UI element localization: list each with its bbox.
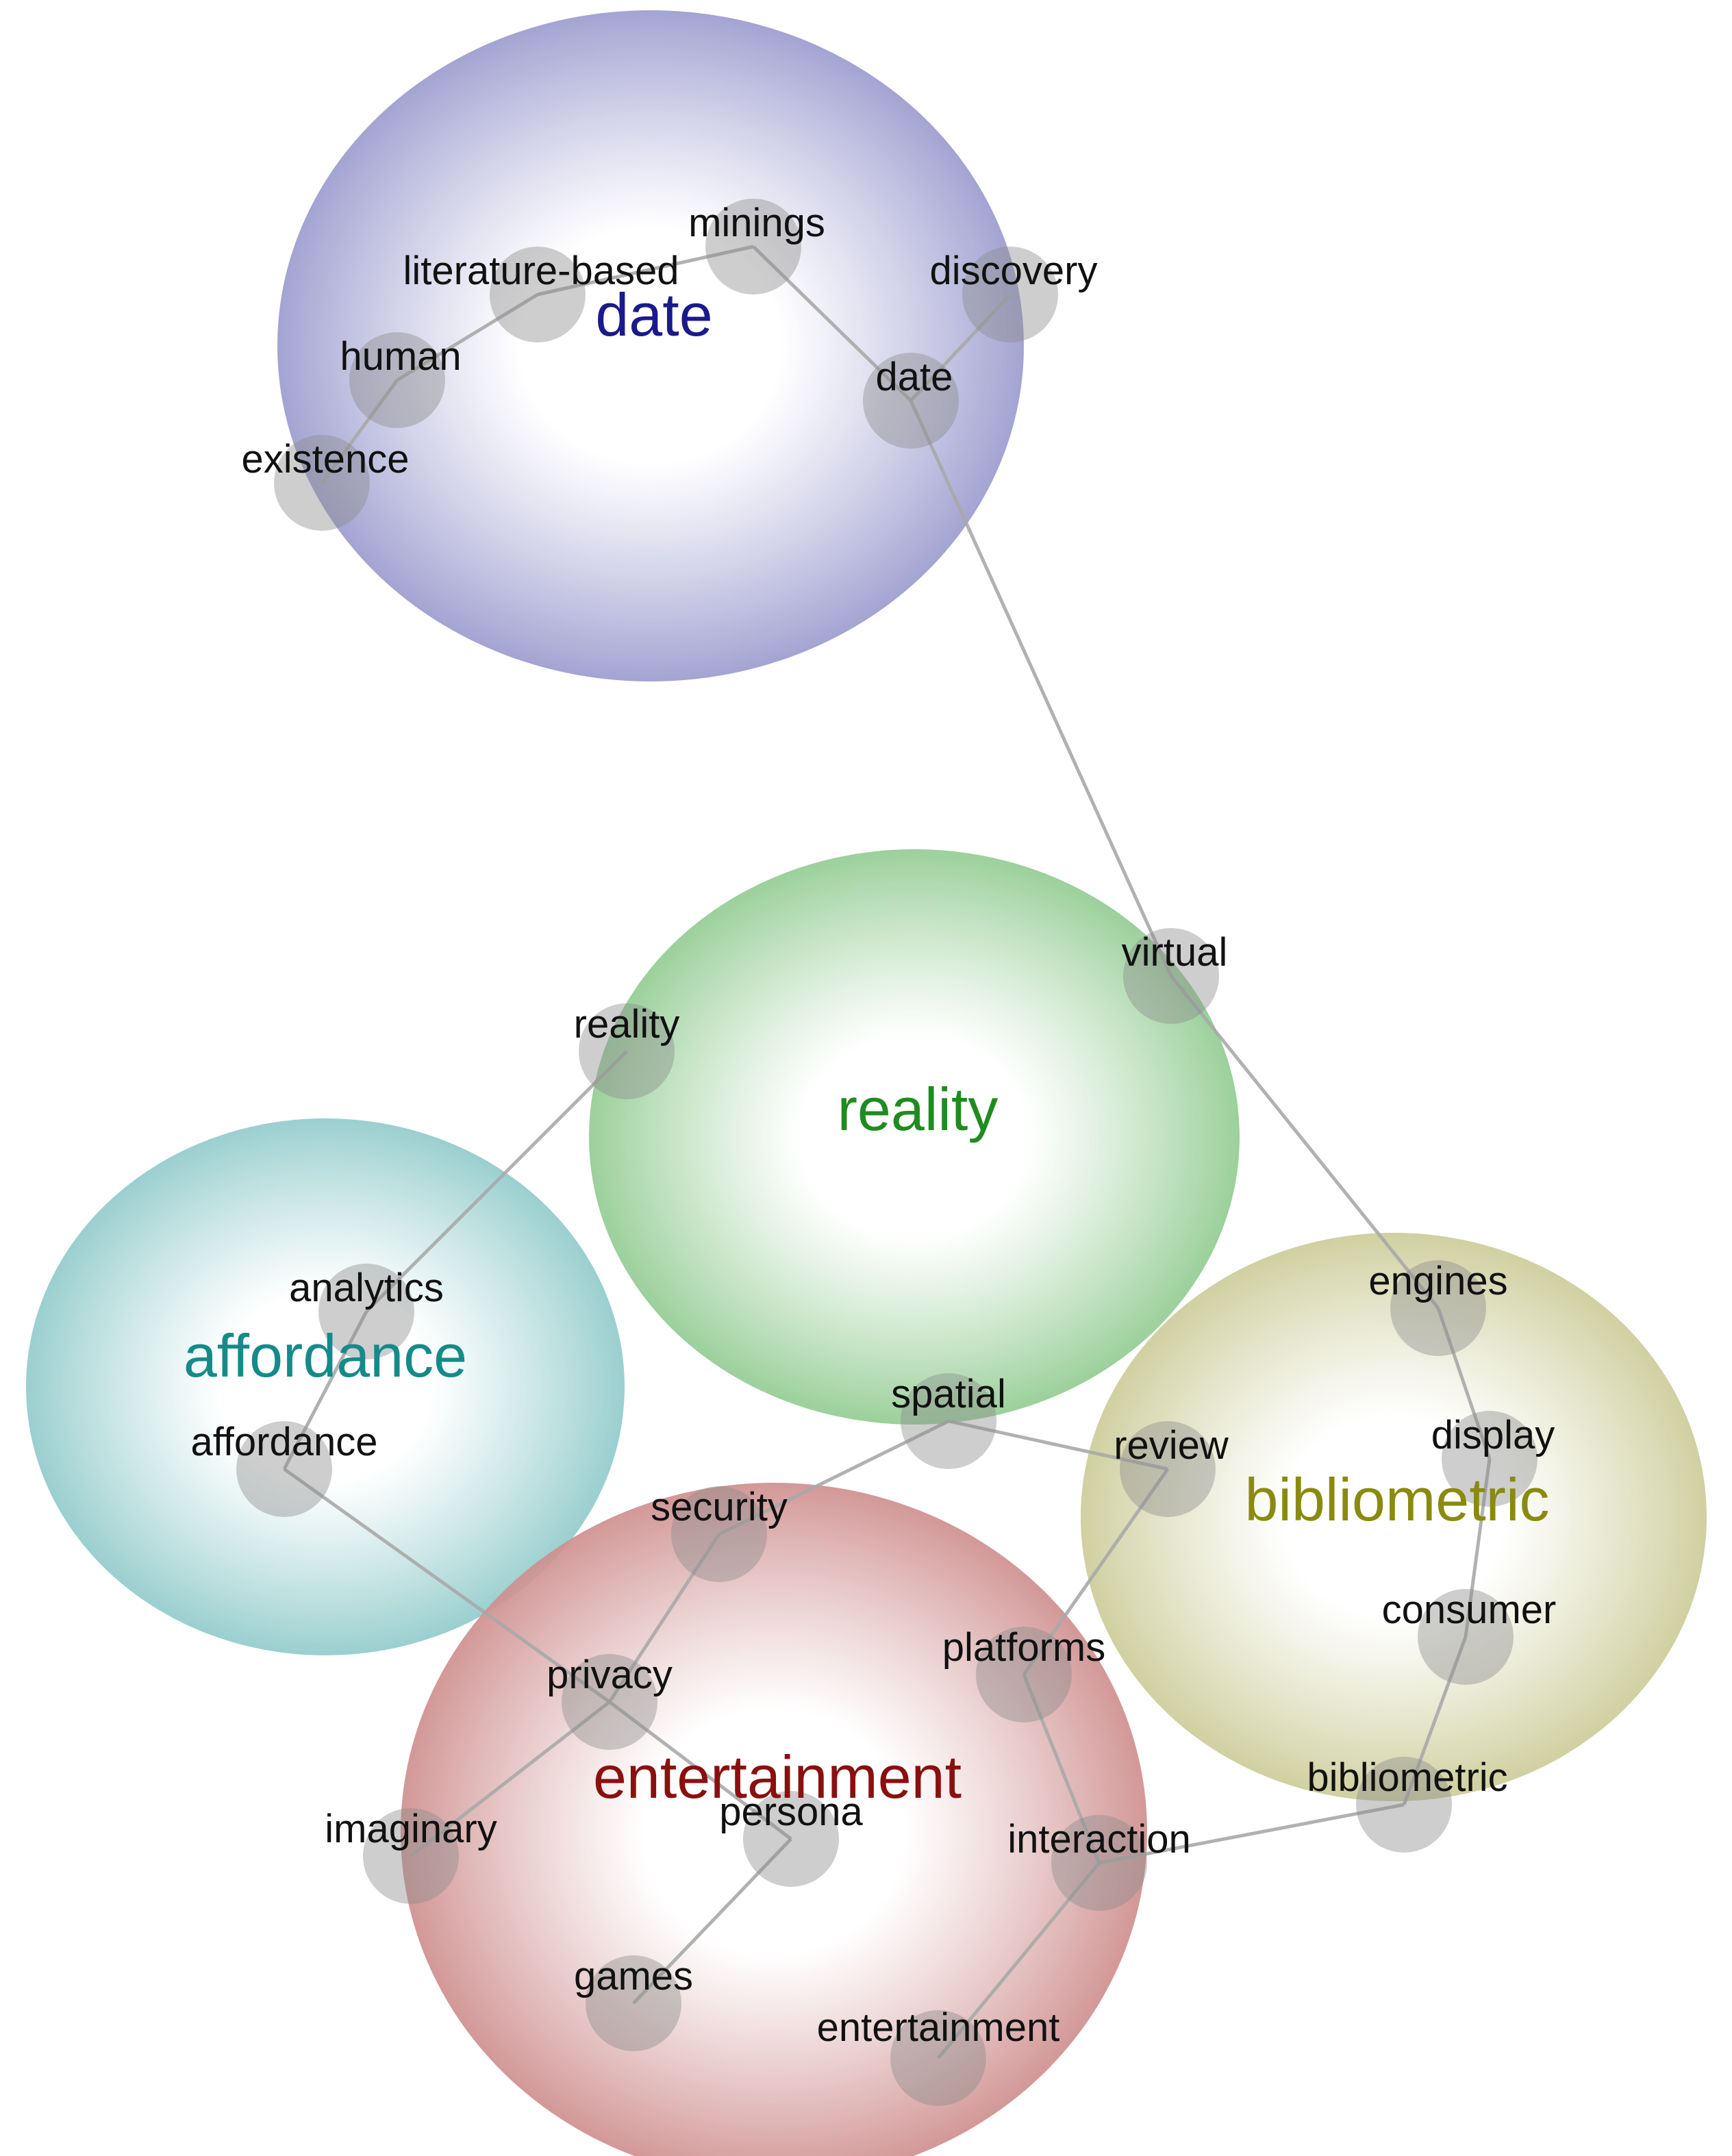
term-label-games: games [574,1954,693,1998]
cluster-bubbles [26,10,1707,2156]
term-node-literature-based[interactable] [490,247,586,342]
link-security-privacy [607,1533,721,1703]
term-label-platforms: platforms [942,1625,1106,1670]
link-display-consumer [1464,1458,1492,1638]
term-node-review[interactable] [1120,1421,1216,1517]
term-node-persona[interactable] [743,1791,839,1887]
link-minings-date [752,245,912,402]
term-node-bibliometric[interactable] [1356,1757,1452,1853]
term-node-affordance[interactable] [236,1421,332,1517]
link-interaction-entertainment [937,1862,1101,2059]
term-label-date: date [876,355,953,399]
link-bibliometric-interaction [1099,1803,1405,1865]
term-label-display: display [1431,1413,1555,1457]
term-label-entertainment: entertainment [817,2005,1060,2050]
cluster-bubble-bibliometric [1081,1233,1707,1801]
term-node-display[interactable] [1442,1411,1538,1507]
cluster-title-date: date [595,281,712,349]
term-label-virtual: virtual [1122,930,1228,975]
link-persona-games [632,1838,792,2005]
term-label-bibliometric: bibliometric [1307,1755,1507,1800]
link-consumer-bibliometric [1402,1636,1468,1805]
term-label-analytics: analytics [289,1266,444,1310]
term-node-analytics[interactable] [318,1264,414,1359]
link-privacy-imaginary [410,1701,611,1857]
term-node-spatial[interactable] [901,1373,996,1469]
term-node-date[interactable] [863,353,959,449]
term-node-platforms[interactable] [976,1627,1072,1722]
term-node-consumer[interactable] [1418,1589,1514,1685]
term-label-existence: existence [241,437,409,481]
cluster-bubble-reality [589,849,1240,1425]
cluster-title-bibliometric: bibliometric [1244,1466,1549,1533]
link-analytics-affordance [282,1310,368,1470]
link-affordance-privacy [283,1467,611,1704]
cluster-bubble-entertainment [401,1483,1147,2156]
term-label-minings: minings [688,201,825,245]
link-privacy-persona [608,1701,792,1840]
term-node-virtual[interactable] [1123,928,1219,1024]
cluster-title-entertainment: entertainment [593,1743,962,1811]
link-date-virtual [909,399,1173,977]
link-virtual-engines [1170,975,1440,1309]
term-label-privacy: privacy [547,1653,673,1697]
term-label-reality: reality [574,1002,680,1046]
term-node-existence[interactable] [274,435,370,531]
term-label-engines: engines [1368,1259,1507,1303]
link-reality-analytics [365,1050,628,1313]
term-node-entertainment[interactable] [890,2010,986,2106]
link-existence-human [320,379,399,484]
link-platforms-interaction [1022,1674,1101,1864]
term-label-human: human [340,334,461,379]
term-node-games[interactable] [586,1955,681,2051]
term-node-human[interactable] [349,332,445,428]
term-label-interaction: interaction [1007,1817,1191,1862]
term-node-interaction[interactable] [1051,1815,1147,1911]
term-label-persona: persona [719,1790,863,1834]
term-node-privacy[interactable] [562,1654,657,1750]
link-literature-based-minings [537,245,754,297]
term-links [282,245,1492,2059]
link-spatial-security [718,1419,950,1536]
cluster-bubble-date [277,10,1024,681]
link-review-platforms [1022,1468,1170,1676]
link-date-discovery [909,293,1012,402]
cluster-title-reality: reality [838,1075,999,1143]
link-engines-display [1436,1307,1492,1459]
link-spatial-review [948,1419,1168,1471]
term-node-imaginary[interactable] [363,1808,459,1904]
term-node-minings[interactable] [705,199,801,294]
term-label-consumer: consumer [1382,1588,1557,1632]
term-nodes [236,199,1538,2106]
term-label-imaginary: imaginary [325,1807,497,1851]
term-label-review: review [1114,1423,1229,1468]
cluster-titles: date reality affordance bibliometric enterta… [184,281,1550,1811]
term-label-affordance: affordance [190,1420,377,1464]
term-node-security[interactable] [671,1486,767,1582]
term-label-discovery: discovery [930,249,1098,293]
term-node-reality[interactable] [579,1003,675,1099]
term-label-spatial: spatial [891,1372,1006,1416]
term-label-literature-based: literature-based [403,249,679,293]
term-node-discovery[interactable] [962,247,1058,342]
link-human-literature-based [396,292,539,382]
term-label-security: security [651,1485,788,1529]
cluster-title-affordance: affordance [184,1322,467,1390]
term-node-engines[interactable] [1390,1260,1486,1356]
